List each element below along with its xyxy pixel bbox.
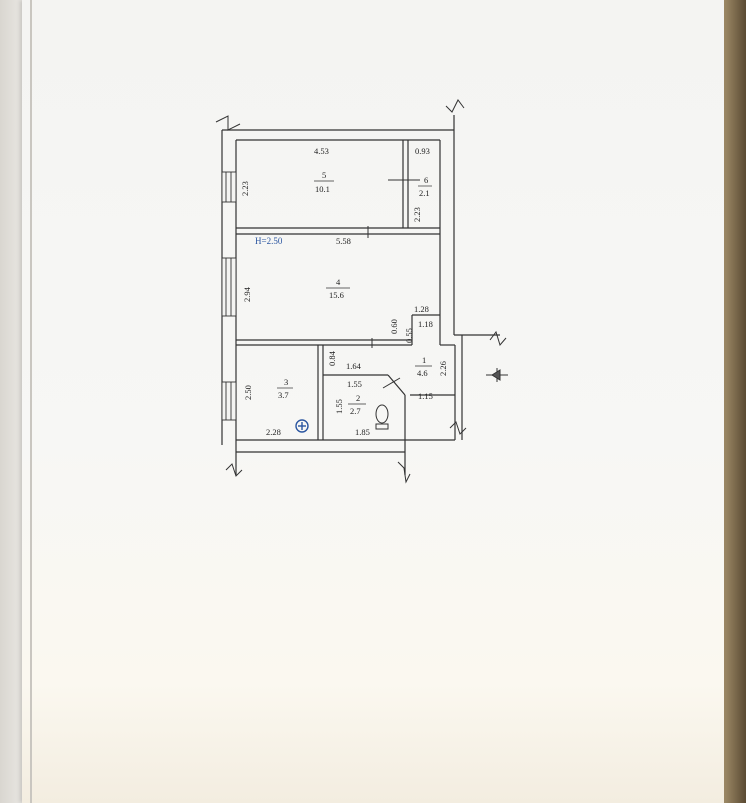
room6-width: 0.93: [415, 146, 430, 156]
drain-icon: [295, 419, 309, 433]
room2-area: 2.7: [350, 406, 361, 416]
paper-sheet: [22, 0, 724, 803]
room1-dim-c: 2.26: [438, 361, 448, 376]
room6-area: 2.1: [419, 188, 430, 198]
room1-number: 1: [422, 355, 426, 365]
room2-height: 1.55: [334, 399, 344, 414]
room4-width: 5.58: [336, 236, 351, 246]
room2-width-bottom: 1.85: [355, 427, 370, 437]
room5-number: 5: [322, 170, 326, 180]
wall-break-marks: [215, 99, 507, 484]
doors: [367, 179, 420, 389]
room2-number: 2: [356, 393, 360, 403]
room1-area: 4.6: [417, 368, 428, 378]
room5-height: 2.23: [240, 181, 250, 196]
sheet-edge: [30, 0, 32, 803]
room3-area: 3.7: [278, 390, 289, 400]
room4-area: 15.6: [329, 290, 344, 300]
dim-164: 1.64: [346, 361, 362, 371]
ceiling-height-label: H=2.50: [255, 236, 283, 246]
entrance-arrow-icon: [486, 368, 508, 382]
dim-060: 0.60: [389, 319, 399, 334]
toilet-icon: [375, 404, 389, 430]
windows: [221, 171, 237, 421]
room4-height: 2.94: [242, 286, 252, 302]
dim-055: 0.55: [404, 328, 414, 343]
room5-width: 4.53: [314, 146, 329, 156]
room1-dim-d: 1.15: [418, 391, 433, 401]
room3-number: 3: [284, 377, 288, 387]
room2-width: 1.55: [347, 379, 362, 389]
dim-084: 0.84: [327, 350, 337, 366]
room3-height: 2.50: [243, 385, 253, 400]
room6-height: 2.23: [412, 207, 422, 222]
room1-dim-b: 1.18: [418, 319, 433, 329]
room5-area: 10.1: [315, 184, 330, 194]
room3-width: 2.28: [266, 427, 281, 437]
room6-number: 6: [424, 175, 428, 185]
labels: H=2.50 4.53 5 10.1 2.23 0.93 6 2.1 2.23 …: [240, 146, 448, 437]
room1-dim-a: 1.28: [414, 304, 429, 314]
walls: [221, 115, 500, 475]
room4-number: 4: [336, 277, 341, 287]
